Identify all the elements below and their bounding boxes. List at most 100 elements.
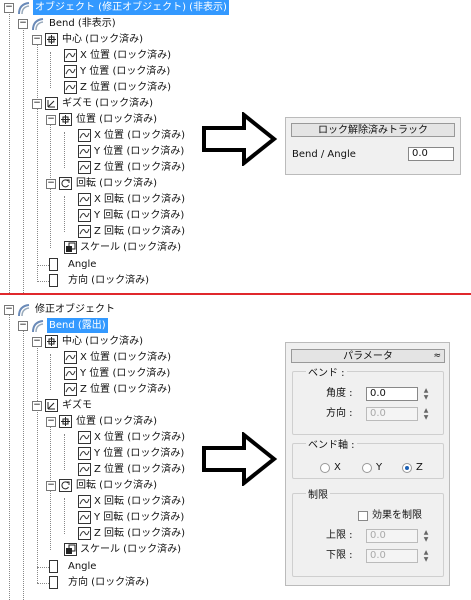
unlocked-tracks-panel: ロック解除済みトラック Bend / Angle 0.0 (285, 117, 461, 175)
float-track-icon (78, 161, 91, 174)
tree-label-scale: スケール (ロック済み) (80, 544, 181, 555)
tree-label-scale: スケール (ロック済み) (80, 242, 181, 253)
tree-label-center: 中心 (ロック済み) (62, 34, 143, 45)
collapse-toggle[interactable]: − (32, 400, 42, 411)
angle-label: 角度 : (326, 388, 353, 399)
tree-label-gizmo: ギズモ (ロック済み) (62, 98, 153, 109)
collapse-toggle[interactable]: − (46, 480, 56, 491)
tree-label-center: 中心 (ロック済み) (62, 336, 143, 347)
rotation-controller-icon (59, 177, 72, 190)
angle-spinner[interactable]: ▲▼ (423, 387, 429, 401)
bracket-track-icon (49, 576, 58, 589)
tree-label-rotation-y: Y 回転 (ロック済み) (94, 512, 185, 523)
tree-label-center-z: Z 位置 (ロック済み) (80, 82, 172, 93)
tree-label-direction: 方向 (ロック済み) (68, 275, 149, 286)
angle-field[interactable]: 0.0 (366, 387, 418, 401)
float-track-icon (64, 81, 77, 94)
unlocked-tracks-title: ロック解除済みトラック (291, 123, 455, 137)
limit-effect-checkbox[interactable] (358, 511, 368, 521)
collapse-toggle[interactable]: − (4, 2, 14, 13)
tree-label-rotation: 回転 (ロック済み) (76, 178, 157, 189)
tree-label-position: 位置 (ロック済み) (76, 114, 157, 125)
limit-effect-label: 効果を制限 (372, 510, 422, 521)
upper-limit-label: 上限 : (326, 530, 353, 541)
collapse-toggle[interactable]: − (46, 416, 56, 427)
tree-label-rotation-z: Z 回転 (ロック済み) (94, 528, 186, 539)
axis-x-radio[interactable] (320, 463, 330, 473)
tree-label-angle: Angle (68, 259, 97, 270)
collapse-toggle[interactable]: − (18, 320, 28, 331)
tree-label-rotation-y: Y 回転 (ロック済み) (94, 210, 185, 221)
direction-field[interactable]: 0.0 (366, 407, 418, 421)
float-track-icon (78, 431, 91, 444)
tree-label-center-z: Z 位置 (ロック済み) (80, 384, 172, 395)
tree-label-rotation-x: X 回転 (ロック済み) (94, 194, 186, 205)
bend-group-label: ベンド : (306, 367, 347, 381)
collapse-toggle[interactable]: − (4, 304, 14, 315)
float-track-icon (64, 65, 77, 78)
bracket-track-icon (49, 274, 58, 287)
tree-label-direction: 方向 (ロック済み) (68, 577, 149, 588)
lower-limit-label: 下限 : (326, 550, 353, 561)
transform-controller-icon (45, 399, 58, 412)
tree-label-center-y: Y 位置 (ロック済み) (80, 368, 171, 379)
upper-limit-field[interactable]: 0.0 (366, 529, 418, 543)
bend-axis-group (292, 443, 444, 479)
lower-limit-field[interactable]: 0.0 (366, 549, 418, 563)
axis-y-radio[interactable] (362, 463, 372, 473)
bend-modifier-icon (31, 319, 44, 333)
tree-label-position-z: Z 位置 (ロック済み) (94, 464, 186, 475)
collapse-toggle[interactable]: − (32, 98, 42, 109)
axis-z-radio[interactable] (402, 463, 412, 473)
upper-limit-spinner[interactable]: ▲▼ (423, 529, 429, 543)
rollout-title[interactable]: パラメータ ≈ (291, 349, 445, 363)
float-track-icon (64, 49, 77, 62)
bend-modifier-icon (31, 17, 44, 31)
tree-label-angle: Angle (68, 561, 97, 572)
tree-label-position-y: Y 位置 (ロック済み) (94, 146, 185, 157)
float-track-icon (78, 463, 91, 476)
arrow-right-icon (202, 432, 278, 486)
float-track-icon (78, 129, 91, 142)
tree-label-rotation-z: Z 回転 (ロック済み) (94, 226, 186, 237)
collapse-toggle[interactable]: − (32, 336, 42, 347)
scale-controller-icon (64, 543, 77, 556)
collapse-toggle[interactable]: − (32, 34, 42, 45)
bracket-track-icon (49, 560, 58, 573)
float-track-icon (64, 351, 77, 364)
tree-label-bend-exposed: Bend (露出) (47, 318, 108, 333)
modifier-object-icon (17, 303, 30, 317)
direction-label: 方向 : (326, 408, 353, 419)
float-track-icon (64, 367, 77, 380)
tree-label-center-y: Y 位置 (ロック済み) (80, 66, 171, 77)
tree-label-rotation-x: X 回転 (ロック済み) (94, 496, 186, 507)
tree-label-gizmo: ギズモ (62, 400, 92, 411)
position-controller-icon (45, 335, 58, 348)
tree-label-position-x: X 位置 (ロック済み) (94, 432, 186, 443)
tree-label-position: 位置 (ロック済み) (76, 416, 157, 427)
transform-controller-icon (45, 97, 58, 110)
float-track-icon (78, 225, 91, 238)
float-track-icon (78, 527, 91, 540)
lower-limit-spinner[interactable]: ▲▼ (423, 549, 429, 563)
bend-angle-field[interactable]: 0.0 (408, 147, 454, 161)
collapse-rollout-icon[interactable]: ≈ (433, 351, 441, 361)
section-divider (0, 293, 471, 295)
collapse-toggle[interactable]: − (46, 114, 56, 125)
axis-y-label: Y (376, 462, 383, 473)
bend-axis-label: ベンド軸 : (306, 439, 357, 453)
tree-label-center-x: X 位置 (ロック済み) (80, 352, 172, 363)
collapse-toggle[interactable]: − (18, 18, 28, 29)
direction-spinner[interactable]: ▲▼ (423, 407, 429, 421)
scale-controller-icon (64, 241, 77, 254)
bracket-track-icon (49, 258, 58, 271)
tree-label-rotation: 回転 (ロック済み) (76, 480, 157, 491)
tree-label-modifier-object: 修正オブジェクト (35, 304, 115, 315)
tree-label-center-x: X 位置 (ロック済み) (80, 50, 172, 61)
modifier-object-icon (17, 1, 30, 15)
rotation-controller-icon (59, 479, 72, 492)
limits-group (292, 493, 444, 577)
collapse-toggle[interactable]: − (46, 178, 56, 189)
float-track-icon (78, 447, 91, 460)
